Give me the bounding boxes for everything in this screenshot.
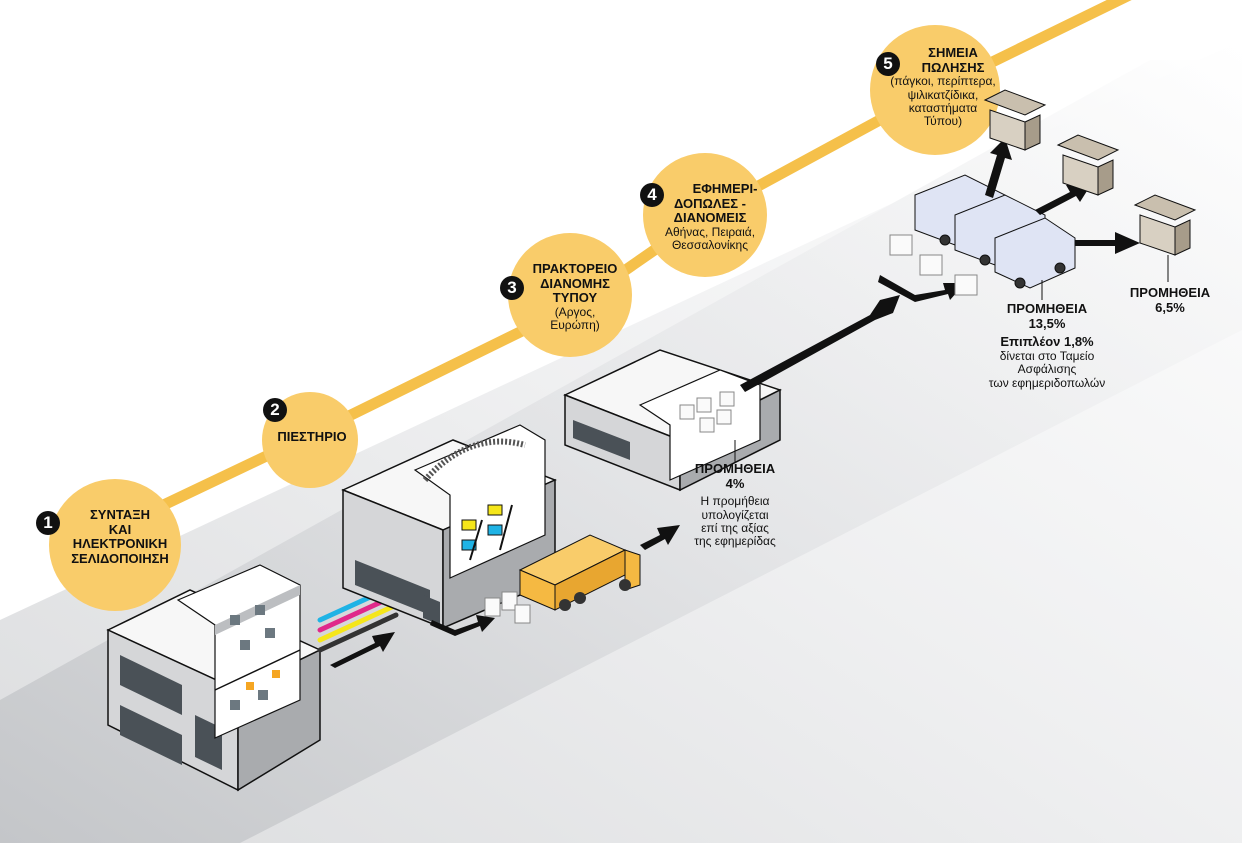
- step-5-title-line: ΣΗΜΕΙΑ: [928, 45, 978, 60]
- step-5-sub-line: ψιλικατζίδικα,: [907, 87, 979, 102]
- commission-note-line: Ασφάλισης: [1017, 362, 1077, 377]
- step-3-sub-line: Ευρώπη): [550, 318, 600, 333]
- step-3-sub-line: (Αργος,: [554, 304, 596, 319]
- commission-note-line: υπολογίζεται: [701, 507, 769, 522]
- kiosks: [983, 89, 1197, 256]
- flow-arrow-3: [640, 525, 680, 550]
- step-2-circle: [262, 392, 358, 488]
- flow-arrow-kiosk-1: [985, 138, 1012, 198]
- step-2-title-line: ΠΙΕΣΤΗΡΙΟ: [277, 429, 347, 444]
- flow-arrow-2: [430, 615, 495, 636]
- commission-note-line: δίνεται στο Ταμείο: [999, 348, 1095, 363]
- commission-value: 13,5%: [1028, 315, 1066, 331]
- commission-title: ΠΡΟΜΗΘΕΙΑ: [1006, 301, 1088, 316]
- commission-points-of-sale: ΠΡΟΜΗΘΕΙΑ 6,5%: [1120, 285, 1220, 315]
- flow-arrow-4: [740, 295, 900, 392]
- newsroom-building: [106, 564, 322, 792]
- step-4-sub-line: Θεσσαλονίκης: [671, 238, 749, 253]
- flow-arrow-1: [330, 632, 395, 668]
- step-5-sub-line: Τύπου): [923, 114, 963, 129]
- step-1-title-line: ΚΑΙ: [108, 521, 132, 537]
- step-5-label: ΣΗΜΕΙΑ ΠΩΛΗΣΗΣ (πάγκοι, περίπτερα, ψιλικ…: [878, 45, 1008, 129]
- flow-arrow-kiosk-3: [1075, 232, 1140, 254]
- step-3-title-line: ΔΙΑΝΟΜΗΣ: [540, 275, 610, 291]
- step-4-title-line: ΔΟΠΩΛΕΣ -: [673, 195, 746, 211]
- step-1-label: ΣΥΝΤΑΞΗ ΚΑΙ ΗΛΕΚΤΡΟΝΙΚΗ ΣΕΛΙΔΟΠΟΙΗΣΗ: [60, 507, 180, 566]
- step-1-number: 1: [36, 511, 60, 535]
- commission-value: 4%: [725, 475, 745, 491]
- delivery-vans: [914, 174, 1076, 289]
- step-4-title-line: ΔΙΑΝΟΜΕΙΣ: [673, 210, 747, 226]
- step-3-circle: [508, 233, 632, 357]
- step-4-title-line: ΕΦΗΜΕΡΙ-: [692, 181, 758, 196]
- step-4-label: ΕΦΗΜΕΡΙ- ΔΟΠΩΛΕΣ - ΔΙΑΝΟΜΕΙΣ Αθήνας, Πει…: [640, 181, 780, 253]
- step-5-number: 5: [876, 52, 900, 76]
- commission-note-line: της εφημερίδας: [694, 534, 776, 549]
- commission-agency: ΠΡΟΜΗΘΕΙΑ 4% Η προμήθεια υπολογίζεται επ…: [670, 461, 800, 549]
- agency-warehouse: [563, 349, 782, 492]
- step-3-label: ΠΡΑΚΤΟΡΕΙΟ ΔΙΑΝΟΜΗΣ ΤΥΠΟΥ (Αργος, Ευρώπη…: [520, 261, 630, 333]
- step-5-sub-line: (πάγκοι, περίπτερα,: [890, 74, 996, 89]
- commission-note-line: Η προμήθεια: [700, 494, 770, 509]
- commission-title: ΠΡΟΜΗΘΕΙΑ: [1129, 285, 1211, 300]
- step-5-sub-line: καταστήματα: [908, 100, 978, 115]
- step-1-title-line: ΗΛΕΚΤΡΟΝΙΚΗ: [72, 536, 168, 552]
- van-pallets: [889, 234, 978, 296]
- step-3-title-line: ΤΥΠΟΥ: [552, 290, 598, 306]
- paper-pallets: [484, 591, 531, 624]
- commission-value: 6,5%: [1155, 299, 1185, 315]
- flow-arrow-kiosk-2: [1035, 183, 1092, 215]
- step-5-circle: [870, 25, 1000, 155]
- commission-note-line: επί της αξίας: [701, 520, 769, 535]
- flow-arrow-branch: [878, 275, 965, 302]
- step-1-circle: [49, 479, 181, 611]
- step-5-title-line: ΠΩΛΗΣΗΣ: [921, 59, 985, 75]
- commission-note-line: των εφημεριδοπωλών: [988, 375, 1106, 390]
- commission-title: ΠΡΟΜΗΘΕΙΑ: [694, 461, 776, 476]
- commission-distributors: ΠΡΟΜΗΘΕΙΑ 13,5% Επιπλέον 1,8% δίνεται στ…: [972, 301, 1122, 390]
- step-3-title-line: ΠΡΑΚΤΟΡΕΙΟ: [532, 261, 618, 276]
- step-4-sub-line: Αθήνας, Πειραιά,: [664, 224, 756, 239]
- step-2-number: 2: [263, 398, 287, 422]
- step-3-number: 3: [500, 276, 524, 300]
- step-2-label: ΠΙΕΣΤΗΡΙΟ: [262, 429, 362, 445]
- step-4-circle: [643, 153, 767, 277]
- step-4-number: 4: [640, 183, 664, 207]
- step-1-title-line: ΣΕΛΙΔΟΠΟΙΗΣΗ: [71, 550, 169, 566]
- delivery-truck: [518, 534, 641, 611]
- step-1-title-line: ΣΥΝΤΑΞΗ: [90, 507, 150, 522]
- commission-extra: Επιπλέον 1,8%: [1000, 334, 1094, 350]
